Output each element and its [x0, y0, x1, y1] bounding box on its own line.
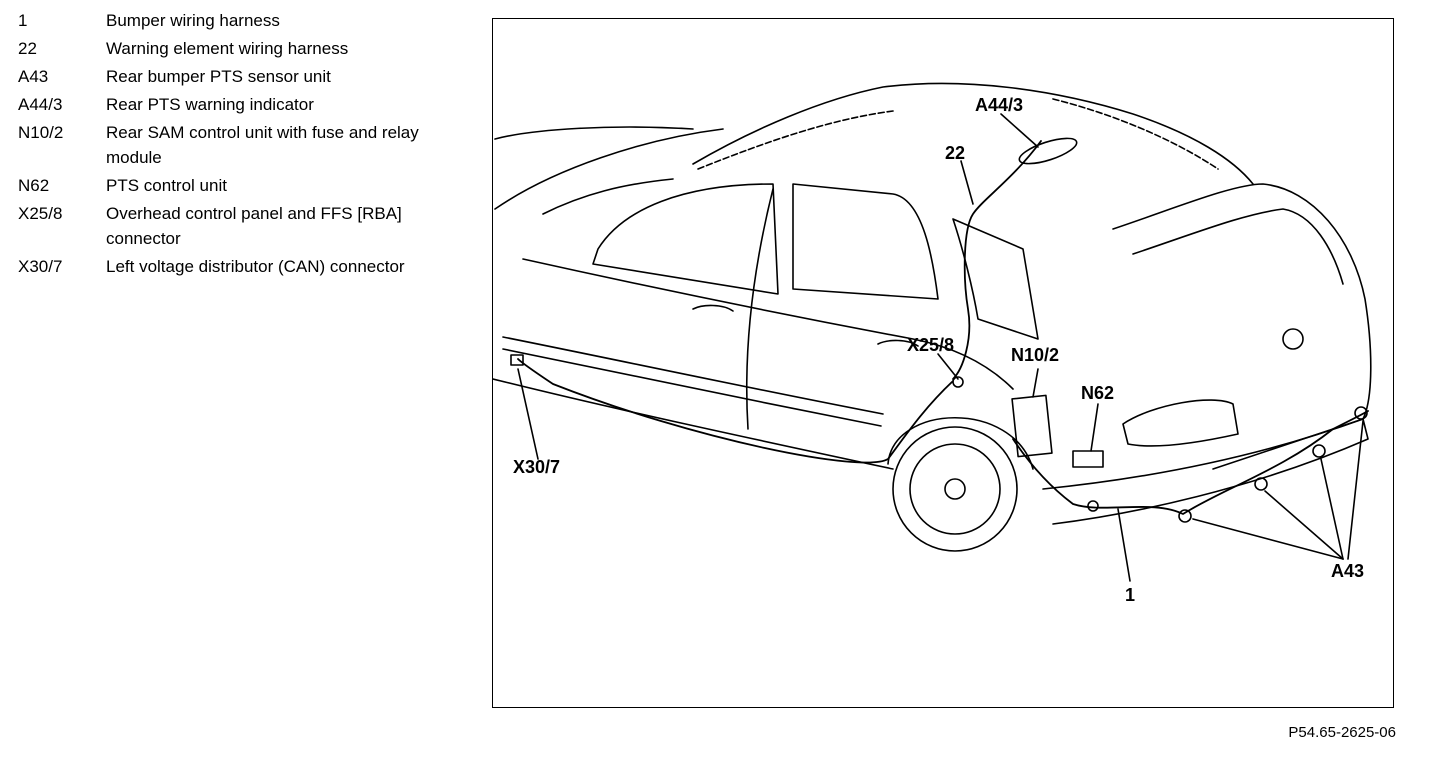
sensor-a43-2 — [1254, 477, 1268, 491]
legend-description: Left voltage distributor (CAN) connector — [106, 257, 405, 276]
legend-row: A43 Rear bumper PTS sensor unit — [18, 64, 438, 89]
leader-x25-8 — [937, 353, 959, 380]
callout-1: 1 — [1125, 585, 1135, 605]
leader-a43-1 — [1192, 518, 1344, 560]
callout-a43: A43 — [1331, 561, 1364, 581]
door-line — [745, 188, 774, 430]
legend-description: Rear PTS warning indicator — [106, 95, 314, 114]
legend-row: X25/8 Overhead control panel and FFS [RB… — [18, 201, 438, 251]
door-handle-rear — [877, 339, 919, 347]
legend-row: 22 Warning element wiring harness — [18, 36, 438, 61]
callout-x30-7: X30/7 — [513, 457, 560, 477]
pts-control-unit-n62 — [1072, 450, 1104, 468]
taillight — [1122, 399, 1239, 447]
emblem — [1282, 328, 1304, 350]
leader-n10-2 — [1032, 368, 1039, 398]
rear-door-window — [792, 183, 939, 300]
rear-bumper — [1042, 418, 1369, 525]
legend-description: Rear SAM control unit with fuse and rela… — [106, 123, 419, 167]
diagram-frame: A44/3 22 X25/8 N10/2 N62 X30/7 A43 1 — [492, 18, 1394, 708]
side-molding-lower — [502, 348, 882, 427]
warning-indicator-a44-3 — [1018, 137, 1078, 165]
legend-code: X30/7 — [18, 257, 63, 276]
leader-a44-3 — [1000, 113, 1039, 148]
sensor-a43-3 — [1312, 444, 1326, 458]
figure-reference: P54.65-2625-06 — [1288, 724, 1396, 741]
rear-wheel-rim — [909, 443, 1001, 535]
background-car-outline — [494, 126, 724, 210]
connector-x25-8 — [952, 376, 964, 388]
legend-description: Bumper wiring harness — [106, 11, 280, 30]
legend-code: N62 — [18, 176, 50, 195]
connector-x30-7 — [510, 354, 524, 366]
rear-wheel-hub — [944, 478, 966, 500]
rear-wheel-tire — [892, 426, 1018, 552]
roof-rail — [697, 110, 894, 170]
legend-row: 1 Bumper wiring harness — [18, 8, 438, 33]
sam-control-unit-n10-2 — [1011, 394, 1053, 458]
leader-22 — [960, 160, 974, 205]
leader-a43-4 — [1347, 420, 1364, 560]
legend-description: Warning element wiring harness — [106, 39, 349, 58]
legend-row: N10/2 Rear SAM control unit with fuse an… — [18, 120, 438, 170]
callout-a44-3: A44/3 — [975, 95, 1023, 115]
legend-row: A44/3 Rear PTS warning indicator — [18, 92, 438, 117]
leader-a43-2 — [1264, 490, 1344, 560]
side-molding — [502, 336, 884, 415]
car-roof — [692, 82, 1254, 185]
callout-n62: N62 — [1081, 383, 1114, 403]
callout-x25-8: X25/8 — [907, 335, 954, 355]
bumper-connector — [1087, 500, 1099, 512]
wiring-harness-main — [517, 358, 954, 464]
roof-rail-rear — [1052, 98, 1219, 170]
wiring-harness-1 — [1012, 410, 1369, 515]
legend-code: A44/3 — [18, 95, 63, 114]
legend-row: X30/7 Left voltage distributor (CAN) con… — [18, 254, 438, 279]
legend-code: 1 — [18, 11, 28, 30]
front-window — [592, 183, 779, 295]
callout-n10-2: N10/2 — [1011, 345, 1059, 365]
legend-code: X25/8 — [18, 204, 63, 223]
leader-n62 — [1090, 403, 1099, 452]
rear-window — [1132, 208, 1344, 285]
legend-description: Rear bumper PTS sensor unit — [106, 67, 331, 86]
callout-22: 22 — [945, 143, 965, 163]
leader-a43-3 — [1320, 458, 1344, 560]
legend-code: A43 — [18, 67, 49, 86]
car-body-side — [522, 258, 1014, 390]
wheel-arch — [887, 416, 1034, 470]
car-wiring-diagram: A44/3 22 X25/8 N10/2 N62 X30/7 A43 1 — [493, 82, 1372, 605]
wiring-harness-22 — [952, 140, 1042, 380]
legend-description: Overhead control panel and FFS [RBA] con… — [106, 204, 402, 248]
legend: 1 Bumper wiring harness 22 Warning eleme… — [18, 8, 438, 282]
quarter-window — [952, 218, 1039, 340]
sensor-a43-1 — [1178, 509, 1192, 523]
legend-code: 22 — [18, 39, 37, 58]
door-handle — [692, 304, 734, 312]
background-car-roof — [542, 178, 674, 215]
legend-code: N10/2 — [18, 123, 64, 142]
leader-x30-7 — [517, 368, 539, 460]
legend-row: N62 PTS control unit — [18, 173, 438, 198]
legend-description: PTS control unit — [106, 176, 227, 195]
rocker-panel — [493, 378, 894, 470]
tailgate — [1112, 183, 1372, 470]
leader-1 — [1117, 508, 1131, 582]
sensor-a43-4 — [1354, 406, 1368, 420]
